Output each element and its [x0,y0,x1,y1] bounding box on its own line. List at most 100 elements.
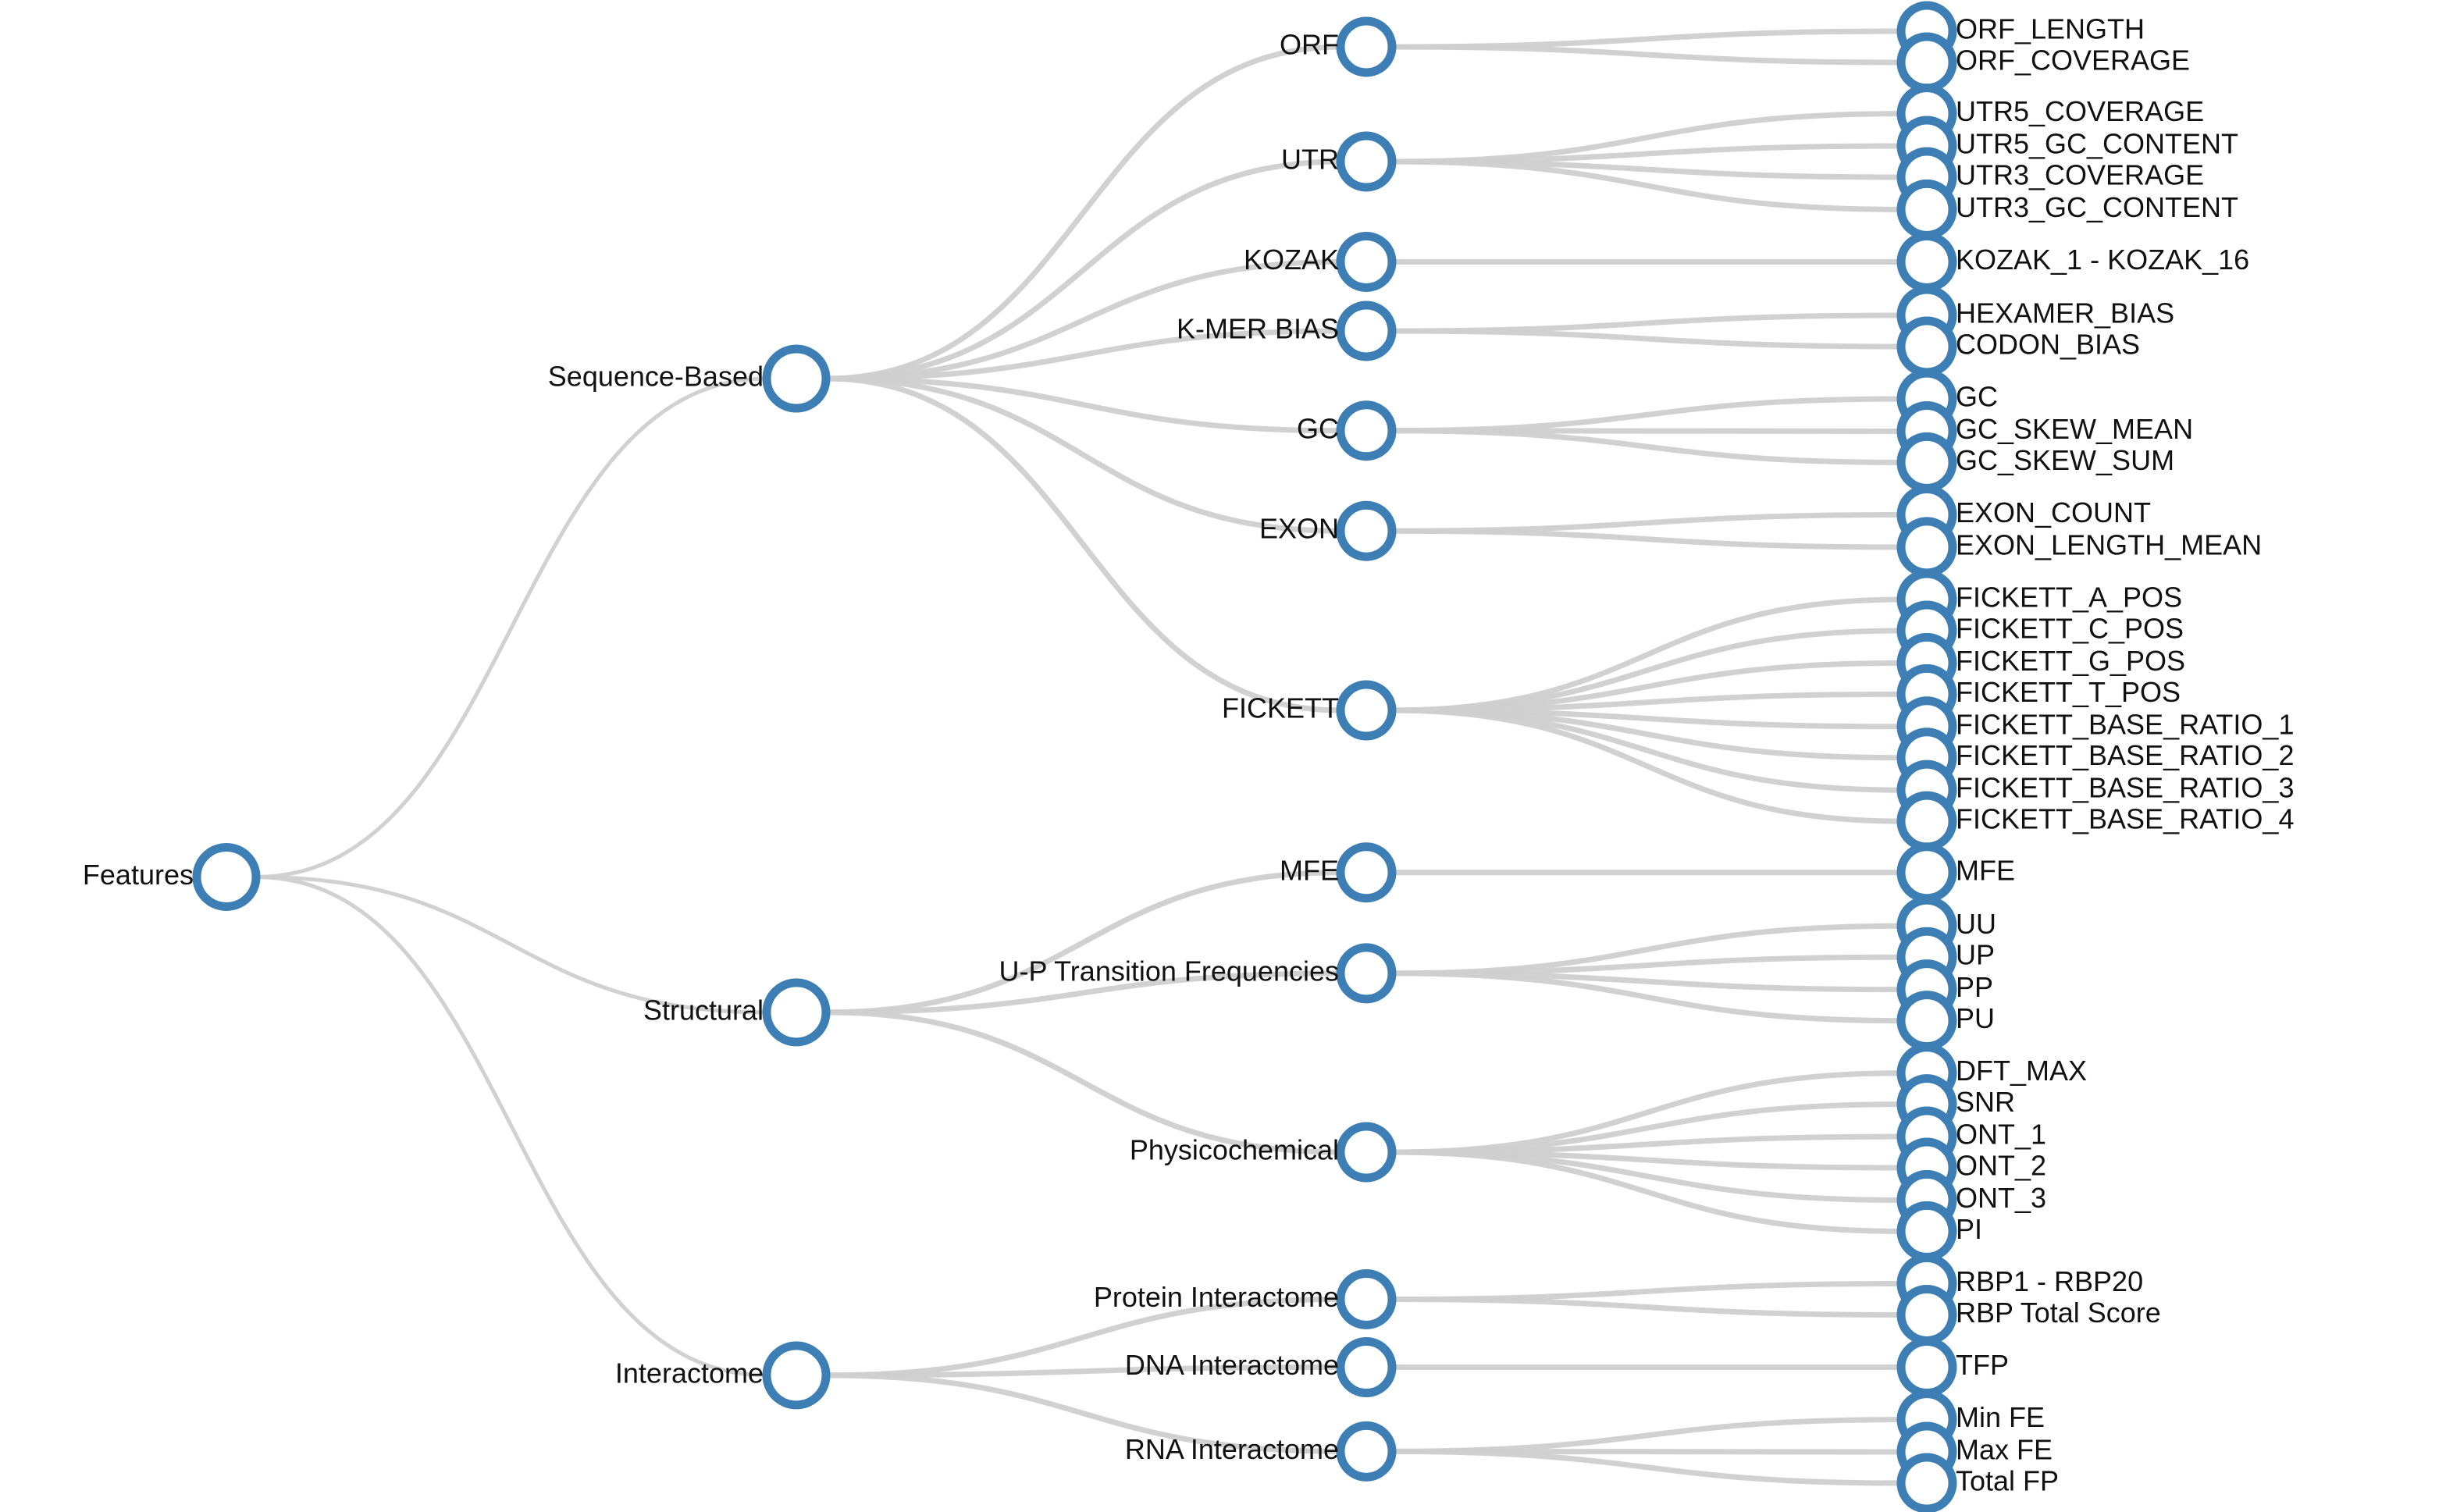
leaf-label-12: EXON_COUNT [1956,496,2151,528]
tree-edge [825,258,1341,382]
leaf-node-38[interactable] [1896,1453,1957,1512]
leaf-label-34: RBP Total Score [1956,1297,2161,1329]
tree-edge [255,874,767,1015]
group-label-6: FICKETT [1222,692,1339,724]
leaf-label-27: DFT_MAX [1956,1055,2087,1087]
leaf-label-35: TFP [1956,1349,2009,1381]
group-label-12: RNA Interactome [1125,1433,1339,1465]
group-label-10: Protein Interactome [1094,1281,1339,1313]
group-label-4: GC [1297,412,1339,444]
leaf-label-2: UTR5_COVERAGE [1956,95,2204,127]
leaf-label-3: UTR5_GC_CONTENT [1956,128,2238,160]
tree-edge [825,1296,1341,1379]
group-node-5[interactable] [1336,500,1397,561]
group-node-2[interactable] [1336,231,1397,292]
leaf-label-14: FICKETT_A_POS [1956,582,2182,614]
leaf-label-30: ONT_2 [1956,1150,2046,1182]
group-node-12[interactable] [1336,1421,1397,1482]
leaf-label-17: FICKETT_T_POS [1956,676,2181,708]
leaf-label-1: ORF_COVERAGE [1956,44,2190,76]
leaf-label-19: FICKETT_BASE_RATIO_2 [1956,739,2294,771]
group-node-1[interactable] [1336,131,1397,192]
leaf-label-18: FICKETT_BASE_RATIO_1 [1956,708,2294,740]
leaf-label-36: Min FE [1956,1401,2045,1433]
group-label-1: UTR [1281,144,1339,176]
group-node-6[interactable] [1336,680,1397,741]
tree-edge [825,375,1341,713]
tree-edge [1391,528,1902,550]
group-label-11: DNA Interactome [1125,1349,1339,1381]
leaf-label-32: PI [1956,1213,1982,1245]
leaf-label-13: EXON_LENGTH_MEAN [1956,528,2262,560]
leaf-node-35[interactable] [1896,1337,1957,1398]
group-node-4[interactable] [1336,400,1397,461]
category-label-0: Sequence-Based [548,361,764,393]
root-label: Features [83,859,194,891]
leaf-label-9: GC [1956,381,1998,413]
tree-edge [1391,328,1902,350]
tree-edge [825,158,1341,382]
leaf-node-13[interactable] [1896,517,1957,578]
leaf-label-6: KOZAK_1 - KOZAK_16 [1956,244,2249,276]
group-node-0[interactable] [1336,16,1397,77]
leaf-label-23: UU [1956,908,1996,940]
leaf-label-15: FICKETT_C_POS [1956,612,2184,644]
leaf-node-6[interactable] [1896,231,1957,292]
tree-edge [1391,1149,1902,1234]
leaf-label-26: PU [1956,1002,1995,1034]
leaf-node-1[interactable] [1896,32,1957,93]
edges-layer [255,28,1902,1486]
group-node-10[interactable] [1336,1268,1397,1329]
category-node-0[interactable] [762,344,831,413]
leaf-node-11[interactable] [1896,432,1957,493]
group-node-9[interactable] [1336,1122,1397,1183]
tree-edge [825,970,1341,1016]
leaf-label-25: PP [1956,971,1993,1003]
leaf-node-21[interactable] [1896,791,1957,852]
leaf-label-29: ONT_1 [1956,1119,2046,1151]
tree-edge [825,375,1341,534]
tree-edge [1391,44,1902,66]
tree-edge [1391,1448,1902,1486]
group-label-9: Physicochemical [1130,1134,1339,1166]
tree-edge [825,375,1341,434]
tree-edge [1391,707,1902,824]
leaf-label-28: SNR [1956,1086,2015,1118]
leaf-node-32[interactable] [1896,1201,1957,1261]
group-node-3[interactable] [1336,301,1397,361]
group-node-7[interactable] [1336,842,1397,903]
tree-edge [825,1372,1341,1454]
leaf-node-5[interactable] [1896,179,1957,240]
leaf-node-8[interactable] [1896,316,1957,377]
leaf-label-4: UTR3_COVERAGE [1956,159,2204,191]
leaf-label-7: HEXAMER_BIAS [1956,297,2174,329]
leaf-node-22[interactable] [1896,842,1957,903]
group-label-0: ORF [1280,29,1339,61]
leaf-node-26[interactable] [1896,991,1957,1051]
tree-edge [825,1364,1341,1379]
leaf-label-31: ONT_3 [1956,1182,2046,1214]
tree-edge [825,328,1341,382]
root-node[interactable] [192,842,261,911]
tree-edge [825,870,1341,1016]
category-node-1[interactable] [762,978,831,1047]
leaf-node-34[interactable] [1896,1284,1957,1345]
leaf-label-0: ORF_LENGTH [1956,13,2145,45]
leaf-label-22: MFE [1956,854,2015,886]
tree-edge [1391,1296,1902,1318]
category-node-2[interactable] [762,1341,831,1410]
leaf-label-38: Total FP [1956,1465,2059,1497]
group-node-8[interactable] [1336,943,1397,1004]
tree-edge [255,874,767,1378]
leaf-label-8: CODON_BIAS [1956,328,2140,360]
nodes-layer [192,1,1957,1512]
leaf-label-33: RBP1 - RBP20 [1956,1265,2143,1297]
group-node-11[interactable] [1336,1337,1397,1398]
group-label-2: KOZAK [1244,244,1339,276]
group-label-7: MFE [1280,854,1339,886]
leaf-label-16: FICKETT_G_POS [1956,645,2185,677]
tree-edge [1391,970,1902,1024]
